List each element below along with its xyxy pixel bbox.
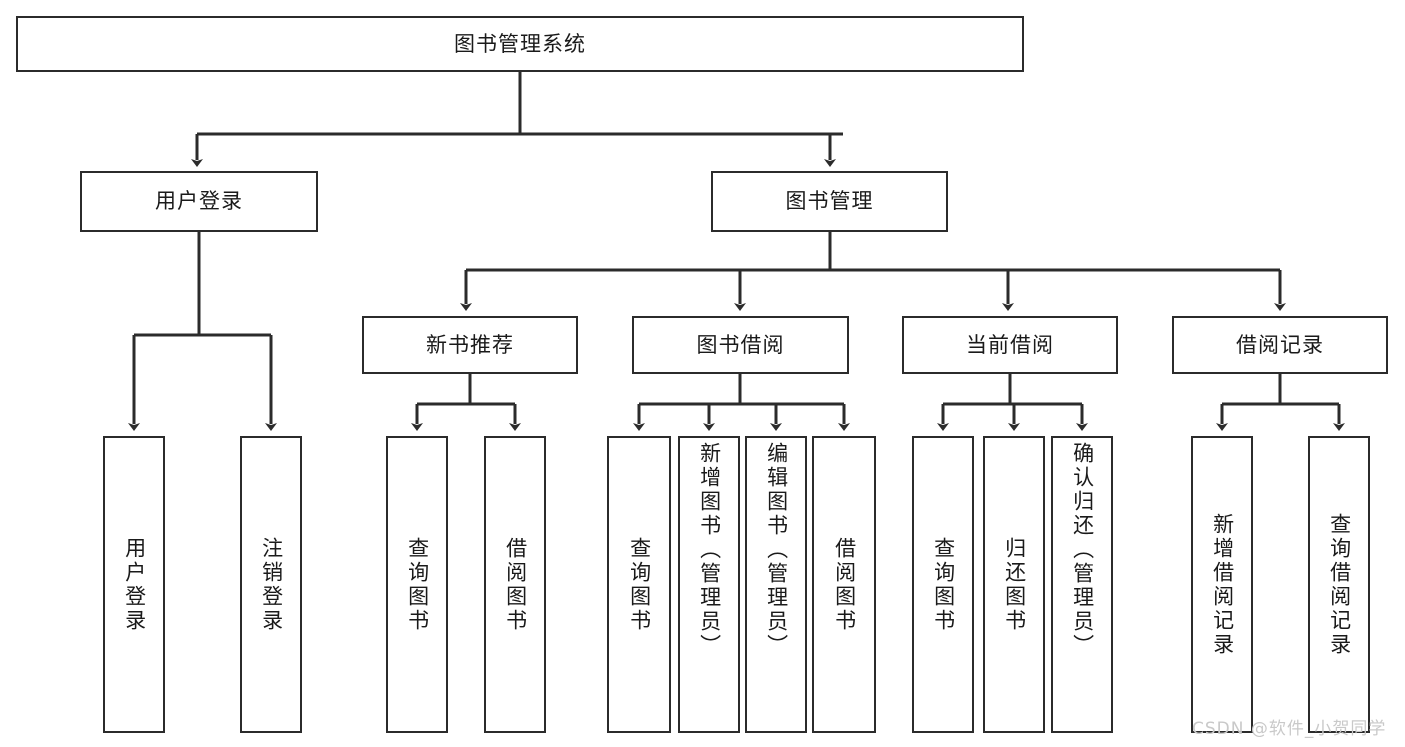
leaf-logout[interactable]: 注销登录	[240, 436, 302, 733]
leaf-query-book-newbook[interactable]: 查询图书	[386, 436, 448, 733]
node-current-borrow-label: 当前借阅	[966, 332, 1054, 357]
leaf-query-borrow-record[interactable]: 查询借阅记录	[1308, 436, 1370, 733]
node-book-borrow-label: 图书借阅	[696, 332, 785, 357]
leaf-query-book-borrow[interactable]: 查询图书	[607, 436, 671, 733]
node-book-management[interactable]: 图书管理	[711, 171, 948, 232]
leaf-return-book[interactable]: 归还图书	[983, 436, 1045, 733]
leaf-query-book-current[interactable]: 查询图书	[912, 436, 974, 733]
watermark: CSDN @软件_小贺同学	[1192, 719, 1387, 739]
node-current-borrow[interactable]: 当前借阅	[902, 316, 1118, 374]
leaf-confirm-return-admin[interactable]: 确认归还（管理员）	[1051, 436, 1113, 733]
node-borrow-records-label: 借阅记录	[1236, 332, 1324, 357]
node-new-book-recommend-label: 新书推荐	[426, 332, 514, 357]
node-new-book-recommend[interactable]: 新书推荐	[362, 316, 578, 374]
leaf-user-login-label: 用户登录	[122, 536, 147, 633]
leaf-add-book-admin-label: 新增图书（管理员）	[697, 442, 722, 658]
leaf-confirm-return-admin-label: 确认归还（管理员）	[1070, 442, 1095, 658]
node-user-login[interactable]: 用户登录	[80, 171, 318, 232]
leaf-borrow-book-borrow[interactable]: 借阅图书	[812, 436, 876, 733]
node-user-login-label: 用户登录	[155, 189, 243, 214]
leaf-query-book-newbook-label: 查询图书	[405, 536, 430, 633]
leaf-add-borrow-record-label: 新增借阅记录	[1210, 512, 1235, 657]
node-borrow-records[interactable]: 借阅记录	[1172, 316, 1388, 374]
leaf-edit-book-admin[interactable]: 编辑图书（管理员）	[745, 436, 807, 733]
leaf-query-book-current-label: 查询图书	[931, 536, 956, 633]
leaf-borrow-book-newbook[interactable]: 借阅图书	[484, 436, 546, 733]
leaf-add-book-admin[interactable]: 新增图书（管理员）	[678, 436, 740, 733]
leaf-query-borrow-record-label: 查询借阅记录	[1327, 512, 1352, 657]
leaf-borrow-book-borrow-label: 借阅图书	[832, 536, 857, 633]
leaf-borrow-book-newbook-label: 借阅图书	[503, 536, 528, 633]
leaf-user-login[interactable]: 用户登录	[103, 436, 165, 733]
leaf-add-borrow-record[interactable]: 新增借阅记录	[1191, 436, 1253, 733]
leaf-return-book-label: 归还图书	[1002, 536, 1027, 633]
leaf-logout-label: 注销登录	[259, 536, 284, 633]
node-book-management-label: 图书管理	[785, 189, 874, 214]
node-root-label: 图书管理系统	[454, 31, 586, 56]
leaf-edit-book-admin-label: 编辑图书（管理员）	[764, 442, 789, 658]
node-root[interactable]: 图书管理系统	[16, 16, 1024, 72]
node-book-borrow[interactable]: 图书借阅	[632, 316, 849, 374]
leaf-query-book-borrow-label: 查询图书	[627, 536, 652, 633]
